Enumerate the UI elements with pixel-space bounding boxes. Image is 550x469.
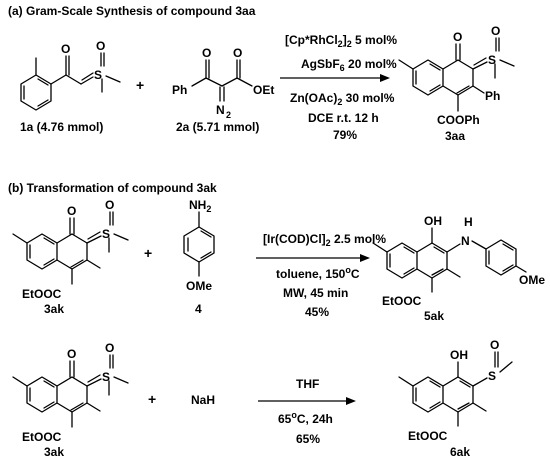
svg-text:O: O (105, 198, 114, 212)
reagent-nah: NaH (191, 393, 215, 407)
conditions-b1: [Ir(COD)Cl]2 2.5 mol% toluene, 150oC MW,… (263, 232, 386, 319)
structure-3aa: O S O Ph COOPh (398, 24, 515, 127)
label-3ak-row2: 3ak (44, 445, 64, 459)
svg-text:65oC, 24h: 65oC, 24h (278, 410, 333, 426)
arrow-b1-head (360, 254, 370, 262)
structure-6ak: OH S O EtOOC (398, 338, 513, 443)
label-4: 4 (195, 302, 202, 316)
structure-1a: O S O (20, 39, 121, 111)
svg-text:O: O (67, 347, 76, 361)
atom-2a-oxygen-2: O (233, 46, 242, 60)
label-3aa: 3aa (445, 129, 465, 143)
svg-text:DCE r.t. 12 h: DCE r.t. 12 h (308, 111, 379, 125)
structure-2a: Ph O O OEt N 2 (172, 46, 274, 120)
svg-text:OMe: OMe (519, 273, 545, 287)
svg-text:Zn(OAc)2 30 mol%: Zn(OAc)2 30 mol% (290, 91, 395, 107)
svg-text:65%: 65% (296, 432, 320, 446)
svg-text:S: S (488, 369, 496, 383)
atom-3aa-sulfoxide-oxygen: O (491, 24, 500, 38)
svg-text:toluene, 150oC: toluene, 150oC (276, 265, 360, 281)
label-3ak-row1: 3ak (44, 302, 64, 316)
plus-a: + (136, 77, 144, 93)
svg-text:[Ir(COD)Cl]2 2.5 mol%: [Ir(COD)Cl]2 2.5 mol% (263, 232, 386, 248)
atom-1a-sulfoxide-oxygen: O (96, 39, 105, 53)
conditions-b2: THF 65oC, 24h 65% (278, 377, 333, 446)
label-2a: 2a (5.71 mmol) (176, 120, 259, 134)
label-5ak: 5ak (424, 309, 444, 323)
svg-text:EtOOC: EtOOC (382, 294, 422, 308)
atom-3aa-oxygen: O (453, 30, 462, 44)
atom-1a-sulfur: S (94, 68, 102, 82)
svg-text:O: O (490, 338, 499, 352)
atom-3aa-ph: Ph (485, 89, 500, 103)
svg-text:EtOOC: EtOOC (22, 287, 62, 301)
svg-text:O: O (105, 341, 114, 355)
atom-2a-nitrogen-count: 2 (226, 110, 231, 120)
svg-text:OMe: OMe (186, 279, 212, 293)
svg-text:THF: THF (296, 377, 319, 391)
svg-text:EtOOC: EtOOC (22, 430, 62, 444)
svg-text:EtOOC: EtOOC (408, 429, 448, 443)
atom-2a-ph: Ph (172, 83, 187, 97)
atom-2a-oxygen-1: O (202, 46, 211, 60)
label-1a: 1a (4.76 mmol) (20, 120, 103, 134)
svg-text:S: S (102, 227, 110, 241)
atom-3aa-coo: COOPh (437, 113, 480, 127)
svg-text:AgSbF6 20 mol%: AgSbF6 20 mol% (301, 57, 397, 73)
svg-text:MW, 45 min: MW, 45 min (283, 286, 348, 300)
svg-text:N: N (461, 234, 470, 248)
svg-text:[Cp*RhCl2]2 5 mol%: [Cp*RhCl2]2 5 mol% (285, 33, 397, 49)
section-a-title: (a) Gram-Scale Synthesis of compound 3aa (8, 4, 256, 18)
atom-2a-nitrogen: N (216, 103, 225, 117)
svg-text:OH: OH (424, 214, 442, 228)
svg-text:NH2: NH2 (189, 198, 211, 214)
arrow-b2-head (346, 397, 356, 405)
arrow-a-head (380, 74, 390, 82)
svg-text:O: O (67, 204, 76, 218)
structure-4: NH2 OMe (183, 198, 215, 293)
atom-1a-oxygen: O (61, 42, 70, 56)
svg-text:45%: 45% (305, 305, 329, 319)
svg-text:79%: 79% (333, 128, 357, 142)
structure-3ak-row2: O S O EtOOC (12, 341, 129, 444)
plus-b1: + (144, 245, 152, 261)
structure-5ak: OH H N OMe EtOOC (372, 214, 545, 308)
svg-text:OH: OH (450, 348, 468, 362)
conditions-a: [Cp*RhCl2]2 5 mol% AgSbF6 20 mol% Zn(OAc… (285, 33, 397, 142)
plus-b2: + (148, 391, 156, 407)
section-b-title: (b) Transformation of compound 3ak (8, 181, 217, 195)
svg-text:H: H (464, 215, 473, 229)
atom-3aa-sulfur: S (488, 53, 496, 67)
svg-text:S: S (102, 370, 110, 384)
label-6ak: 6ak (450, 445, 470, 459)
structure-3ak-row1: O S O EtOOC (12, 198, 129, 301)
atom-2a-oet: OEt (253, 83, 274, 97)
